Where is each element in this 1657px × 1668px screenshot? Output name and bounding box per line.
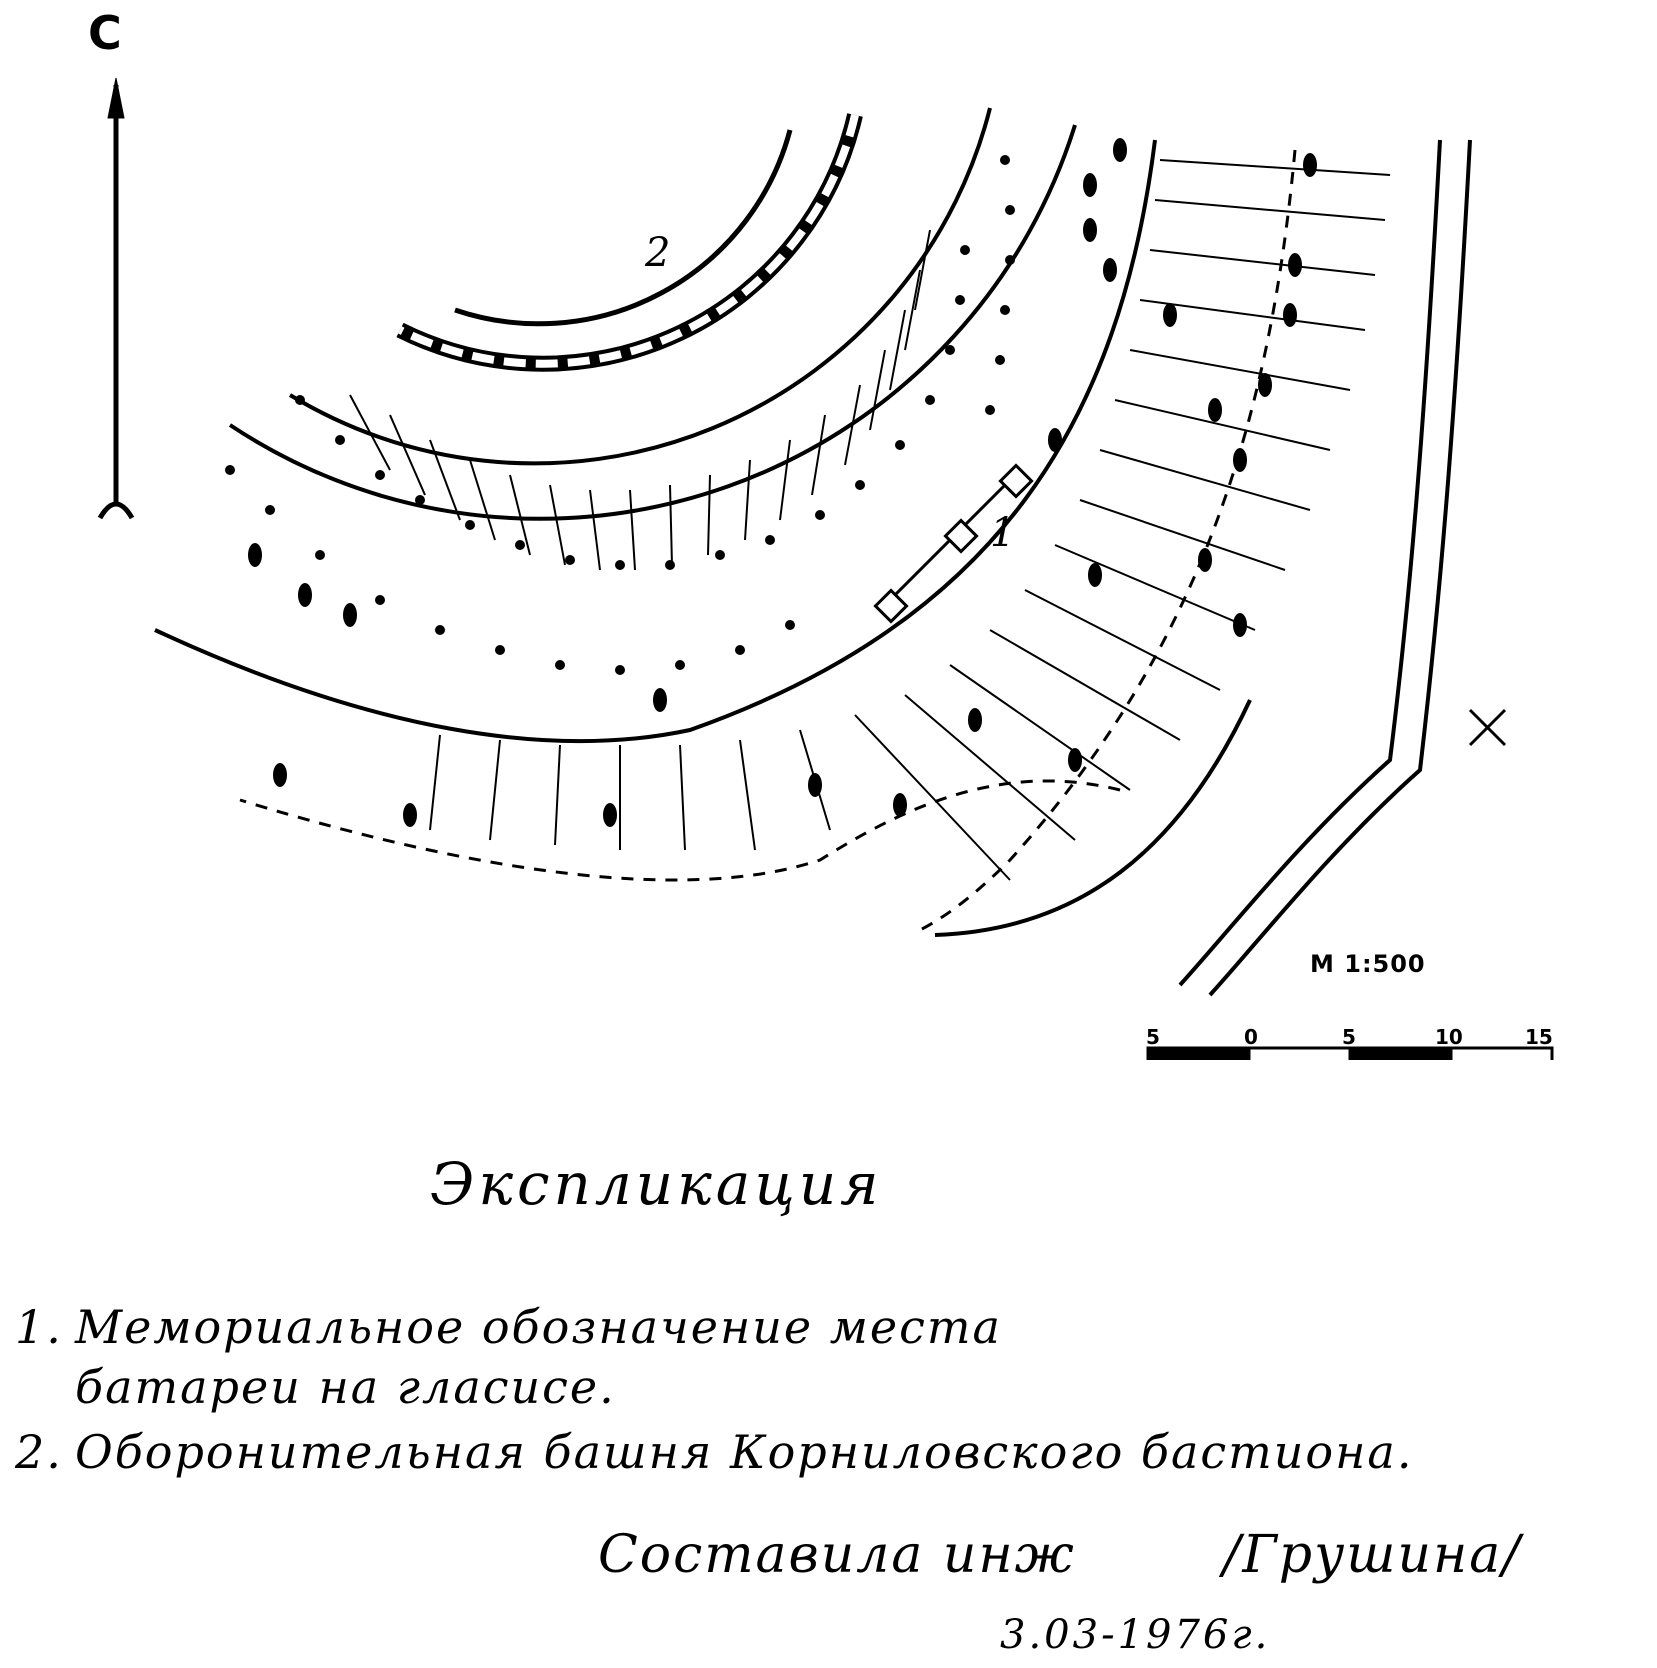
ditch-hatching: [349, 229, 931, 571]
battery-memorial: [873, 463, 1034, 624]
road-line-a: [1178, 139, 1442, 987]
dotted-row: [225, 155, 1015, 675]
legend-item-text: Оборонительная башня Корниловского басти…: [75, 1425, 1414, 1479]
compass-mark-icon: [1468, 708, 1507, 747]
battery-label: 1: [990, 510, 1016, 556]
legend-title: Экспликация: [430, 1150, 883, 1218]
tower-label: 2: [645, 230, 671, 276]
road-line-b: [1208, 139, 1472, 997]
compiler-line: Составила инж /Грушина/: [598, 1525, 1522, 1585]
legend-item-number: 2.: [15, 1425, 63, 1479]
scale-tick: 5: [1342, 1025, 1356, 1049]
site-plan: [97, 77, 1554, 1060]
tree-icon: [248, 138, 1317, 827]
north-letter: С: [88, 6, 122, 60]
legend-item-text: Мемориальное обозначение места: [75, 1300, 1002, 1354]
glacis-edge: [154, 139, 1157, 744]
scale-tick: 5: [1146, 1025, 1160, 1049]
tower-wall: [396, 113, 863, 372]
legend-item-1-continued: батареи на гласисе.: [75, 1360, 616, 1414]
dashed-path: [919, 149, 1297, 932]
glacis-lower-edge: [934, 699, 1252, 937]
legend-item-1: 1.Мемориальное обозначение места: [15, 1300, 1002, 1354]
tower-outline: [454, 129, 793, 327]
scale-tick: 10: [1435, 1025, 1463, 1049]
glacis-hatching: [429, 159, 1391, 881]
scale-tick: 15: [1525, 1025, 1553, 1049]
dashed-path-lower: [239, 779, 1121, 882]
scale-bar: [1146, 1046, 1554, 1060]
counterscarp-arc: [228, 124, 1077, 521]
legend-item-number: 1.: [15, 1300, 63, 1354]
north-arrow-icon: [97, 77, 135, 520]
compiled-by-label: Составила инж: [598, 1525, 1076, 1585]
legend-item-2: 2.Оборонительная башня Корниловского бас…: [15, 1425, 1413, 1479]
compiler-name: /Грушина/: [1222, 1525, 1522, 1585]
ditch-outer-arc: [288, 107, 992, 466]
compile-date: 3.03-1976г.: [1000, 1612, 1271, 1658]
scale-ratio: М 1:500: [1310, 950, 1426, 978]
scale-tick: 0: [1244, 1025, 1258, 1049]
